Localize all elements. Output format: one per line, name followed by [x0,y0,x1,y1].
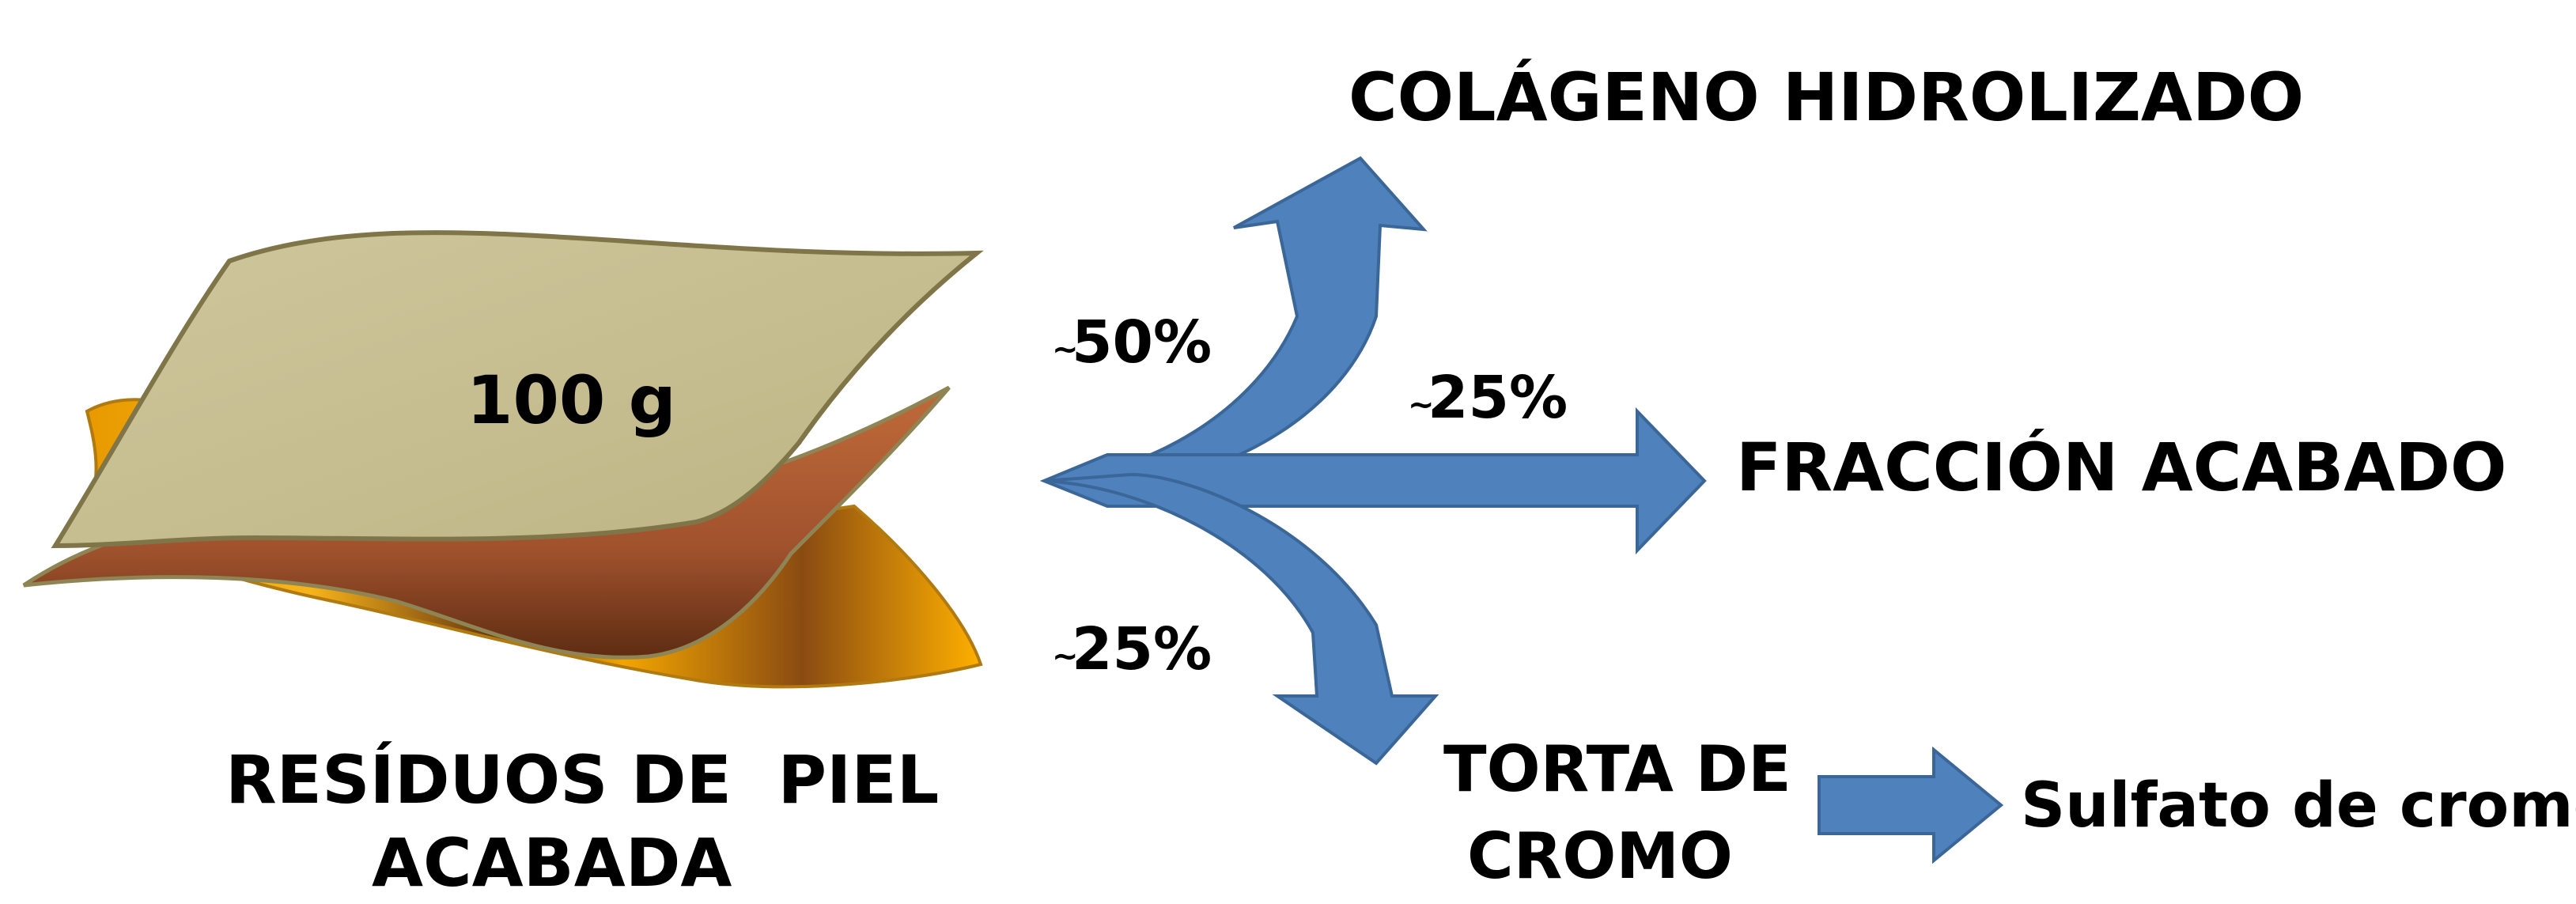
output-finishing-label: FRACCIÓN ACABADO [1736,429,2506,506]
leather-caption-line2: ACABADA [372,824,732,902]
arrow-finishing [1039,407,1707,554]
split-arrows [1039,156,2004,864]
leather-caption-line1: RESÍDUOS DE PIEL [225,741,939,819]
leather-illustration [22,230,984,689]
leather-top-sheet [51,230,984,549]
share-collagen: 50% [1072,308,1212,376]
share-chrome: 25% [1072,615,1212,683]
share-finishing-approx: ~ [1408,387,1435,423]
arrow-chrome-cake [1043,472,1439,766]
arrow-chromium-sulfate [1818,746,2004,864]
share-collagen-approx: ~ [1052,331,1079,368]
output-chrome-cake-line1: TORTA DE [1443,732,1791,806]
output-collagen-label: COLÁGENO HIDROLIZADO [1349,59,2304,136]
output-chrome-cake-line2: CROMO [1467,819,1733,893]
share-chrome-approx: ~ [1052,638,1079,675]
final-product-label: Sulfato de cromo [2021,770,2576,842]
share-finishing: 25% [1428,364,1568,432]
leather-mass-label: 100 g [467,361,676,439]
